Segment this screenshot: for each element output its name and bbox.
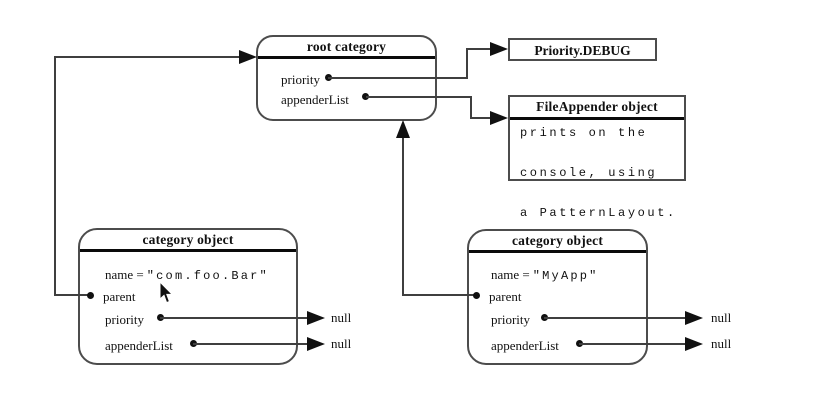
right-priority-label: priority — [491, 312, 530, 327]
file-appender-box: FileAppender object prints on the consol… — [508, 95, 686, 220]
right-appenderlist-null-label: null — [711, 336, 732, 351]
priority-debug-box: Priority.DEBUG — [508, 38, 657, 61]
arrowhead-into-fileappender-icon — [490, 111, 508, 125]
edge-left-parent-segment-top — [54, 56, 240, 58]
arrowhead-left-appenderlist-null-icon — [307, 337, 325, 351]
arrowhead-into-root-bottom-icon — [396, 120, 410, 138]
right-category-name-row: name ="MyApp" — [491, 267, 599, 284]
left-appenderlist-label: appenderList — [105, 338, 173, 353]
edge-root-appenderlist-segment-h2 — [470, 117, 492, 119]
priority-debug-label: Priority.DEBUG — [534, 43, 631, 58]
left-priority-null-label: null — [331, 310, 352, 325]
file-appender-line-1: prints on the — [520, 126, 648, 140]
root-appenderlist-pointer-dot — [362, 93, 369, 100]
edge-left-priority-null-segment — [160, 317, 309, 319]
right-priority-null-label: null — [711, 310, 732, 325]
right-parent-label: parent — [489, 289, 522, 304]
file-appender-line-2: console, using — [520, 166, 658, 180]
edge-left-parent-segment-v — [54, 56, 56, 296]
left-parent-pointer-dot — [87, 292, 94, 299]
left-category-name-row: name ="com.foo.Bar" — [105, 267, 269, 284]
edge-root-appenderlist-segment-h1 — [366, 96, 472, 98]
file-appender-title: FileAppender object — [510, 97, 684, 120]
edge-right-parent-segment-h — [403, 294, 478, 296]
left-appenderlist-null-label: null — [331, 336, 352, 351]
left-name-value: "com.foo.Bar" — [146, 269, 269, 283]
root-category-title: root category — [258, 37, 435, 59]
root-appenderlist-label: appenderList — [281, 92, 349, 107]
edge-right-priority-null-segment — [544, 317, 687, 319]
edge-root-priority-segment-v — [466, 48, 468, 79]
left-category-title: category object — [80, 230, 296, 252]
right-name-value: "MyApp" — [532, 269, 599, 283]
arrowhead-right-appenderlist-null-icon — [685, 337, 703, 351]
arrowhead-into-prioritydebug-icon — [490, 42, 508, 56]
right-name-label: name = — [491, 267, 530, 282]
right-category-title: category object — [469, 231, 646, 253]
edge-right-appenderlist-null-segment — [579, 343, 687, 345]
edge-root-priority-segment-h1 — [328, 77, 468, 79]
left-name-label: name = — [105, 267, 144, 282]
edge-left-parent-segment-h — [55, 294, 91, 296]
arrowhead-right-priority-null-icon — [685, 311, 703, 325]
left-category-box: category object name ="com.foo.Bar" pare… — [78, 228, 298, 365]
file-appender-description: prints on the console, using a PatternLa… — [520, 123, 677, 223]
right-parent-pointer-dot — [473, 292, 480, 299]
right-appenderlist-label: appenderList — [491, 338, 559, 353]
edge-root-priority-segment-h2 — [466, 48, 492, 50]
root-priority-label: priority — [281, 72, 320, 87]
arrowhead-into-root-left-icon — [239, 50, 257, 64]
left-parent-label: parent — [103, 289, 136, 304]
edge-right-parent-segment-v — [402, 137, 404, 296]
left-priority-label: priority — [105, 312, 144, 327]
mouse-cursor-icon — [159, 280, 175, 305]
file-appender-line-3: a PatternLayout. — [520, 206, 677, 220]
right-category-box: category object name ="MyApp" parent pri… — [467, 229, 648, 365]
edge-root-appenderlist-segment-v — [470, 96, 472, 119]
arrowhead-left-priority-null-icon — [307, 311, 325, 325]
edge-left-appenderlist-null-segment — [193, 343, 309, 345]
